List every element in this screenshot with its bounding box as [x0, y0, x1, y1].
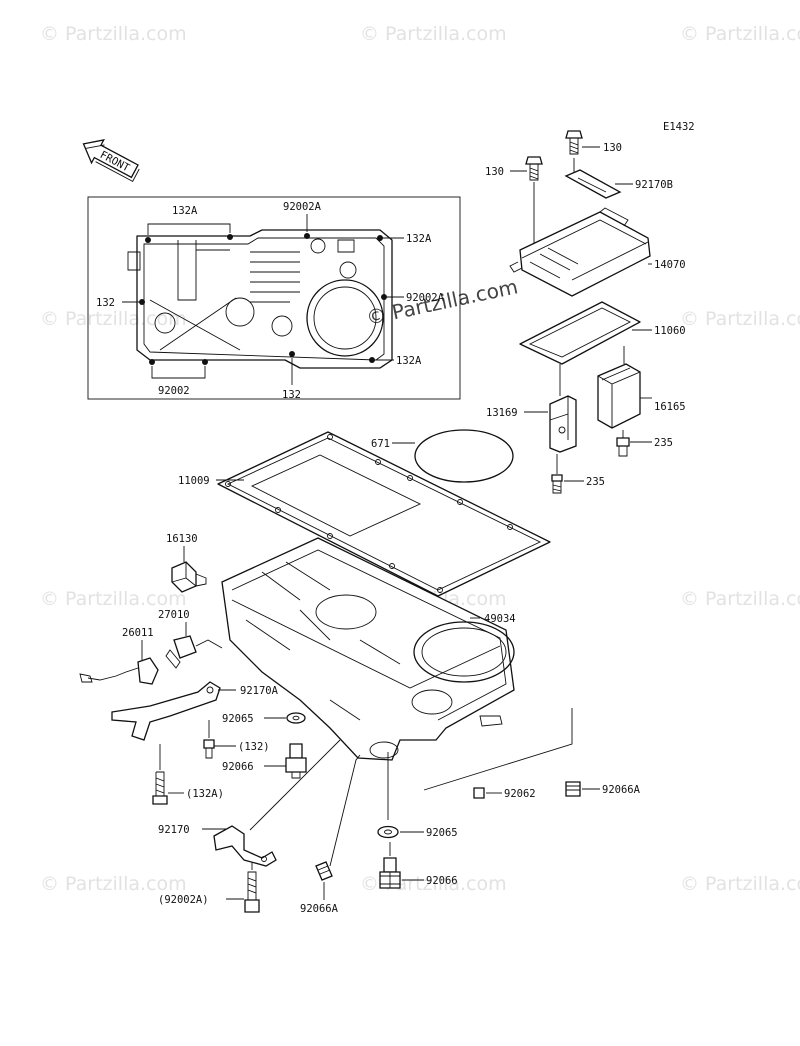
- callout-92002A-paren: (92002A): [158, 894, 209, 906]
- switch-16130: [171, 546, 207, 593]
- callout-132-paren: (132): [238, 741, 270, 753]
- callout-671: 671: [371, 438, 390, 450]
- callout-92170: 92170: [158, 824, 190, 836]
- callout-92066A: 92066A: [300, 903, 339, 915]
- callout-27010: 27010: [158, 609, 190, 621]
- leader-line: [249, 739, 341, 831]
- callout-132: 132: [282, 389, 301, 401]
- callout-26011: 26011: [122, 627, 154, 639]
- callout-235: 235: [586, 476, 605, 488]
- watermark: © Partzilla.com: [360, 23, 507, 45]
- oil-pan-49034: [221, 537, 515, 761]
- callout-92066A: 92066A: [602, 784, 641, 796]
- callout-13169: 13169: [486, 407, 518, 419]
- bolt-icon: [152, 744, 184, 805]
- watermark: © Partzilla.com: [40, 308, 187, 330]
- callout-235: 235: [654, 437, 673, 449]
- leader-line: [329, 754, 361, 867]
- callout-92066: 92066: [222, 761, 254, 773]
- breather-cover-assembly: [509, 130, 652, 494]
- watermark: © Partzilla.com: [680, 873, 800, 895]
- bolt-icon: [525, 156, 543, 181]
- bracket-92170: [202, 825, 277, 867]
- front-arrow-icon: FRONT: [82, 139, 140, 182]
- callout-92065: 92065: [222, 713, 254, 725]
- bolt-icon: [226, 862, 260, 913]
- callout-132A: 132A: [396, 355, 422, 367]
- callout-16130: 16130: [166, 533, 198, 545]
- callout-132: 132: [96, 297, 115, 309]
- bolt-icon: [565, 130, 583, 155]
- callout-11060: 11060: [654, 325, 686, 337]
- drain-plug-icon: [379, 842, 424, 889]
- diagram-code: E1432: [663, 121, 695, 133]
- watermark: © Partzilla.com: [680, 588, 800, 610]
- callout-16165: 16165: [654, 401, 686, 413]
- callout-130: 130: [603, 142, 622, 154]
- inset-bolt-pattern: [87, 196, 461, 400]
- watermark: © Partzilla.com: [680, 308, 800, 330]
- watermark: © Partzilla.com: [680, 23, 800, 45]
- callout-92065: 92065: [426, 827, 458, 839]
- watermark: © Partzilla.com: [40, 588, 187, 610]
- plug-icon: [565, 781, 600, 797]
- washer-icon: [264, 712, 306, 724]
- callout-132A-paren: (132A): [186, 788, 224, 800]
- callout-92170B: 92170B: [635, 179, 673, 191]
- watermark: © Partzilla.com: [40, 873, 187, 895]
- oil-pan-gasket-11009: [216, 431, 551, 597]
- callout-92170A: 92170A: [240, 685, 279, 697]
- callout-132A: 132A: [406, 233, 432, 245]
- callout-132A: 132A: [172, 205, 198, 217]
- plug-icon: [264, 743, 307, 779]
- bolt-icon: [616, 437, 630, 457]
- callout-92062: 92062: [504, 788, 536, 800]
- callout-92066: 92066: [426, 875, 458, 887]
- callout-92002A: 92002A: [406, 292, 445, 304]
- sensor-26011: [79, 640, 159, 685]
- watermark-layer: © Partzilla.com © Partzilla.com © Partzi…: [40, 23, 800, 895]
- callout-92002: 92002: [158, 385, 190, 397]
- switch-27010: [165, 622, 223, 669]
- callout-11009: 11009: [178, 475, 210, 487]
- callout-14070: 14070: [654, 259, 686, 271]
- plug-icon: [315, 861, 333, 900]
- watermark: © Partzilla.com: [40, 23, 187, 45]
- leader-line: [423, 708, 573, 791]
- callout-49034: 49034: [484, 613, 516, 625]
- bolt-icon: [203, 720, 236, 759]
- pin-icon: [473, 787, 502, 799]
- washer-icon: [377, 825, 424, 839]
- bolt-icon: [551, 474, 563, 494]
- callout-92002A: 92002A: [283, 201, 322, 213]
- callout-130: 130: [485, 166, 504, 178]
- bracket-92170A: [111, 681, 236, 741]
- o-ring-671: [392, 429, 514, 483]
